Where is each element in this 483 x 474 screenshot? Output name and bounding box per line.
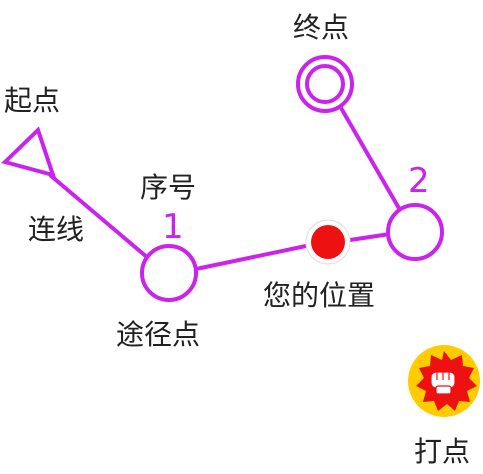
route-lines: [48, 99, 402, 271]
route-segment-start-to-waypoint: [48, 173, 150, 260]
waypoint-number-2: 2: [408, 161, 430, 201]
red-dot-location-icon: [305, 219, 351, 265]
label-punch: 打点: [414, 435, 470, 468]
route-segment-waypoint-to-location: [195, 244, 307, 271]
label-order: 序号: [140, 171, 196, 204]
route-segment-location-to-checkpoint: [349, 232, 391, 242]
route-segment-checkpoint-to-end: [335, 99, 402, 212]
fist-badge-punch-icon: [408, 345, 480, 417]
label-location: 您的位置: [263, 279, 375, 312]
label-waypoint: 途径点: [116, 318, 200, 351]
waypoint-number-1: 1: [162, 207, 184, 247]
double-circle-end-icon: [296, 55, 354, 113]
label-start: 起点: [4, 84, 60, 117]
label-end: 终点: [293, 11, 349, 44]
waypoint-circle-1: [140, 244, 198, 302]
label-line: 连线: [28, 213, 84, 246]
waypoint-circle-2: [386, 203, 444, 261]
triangle-start-icon: [1, 126, 57, 178]
